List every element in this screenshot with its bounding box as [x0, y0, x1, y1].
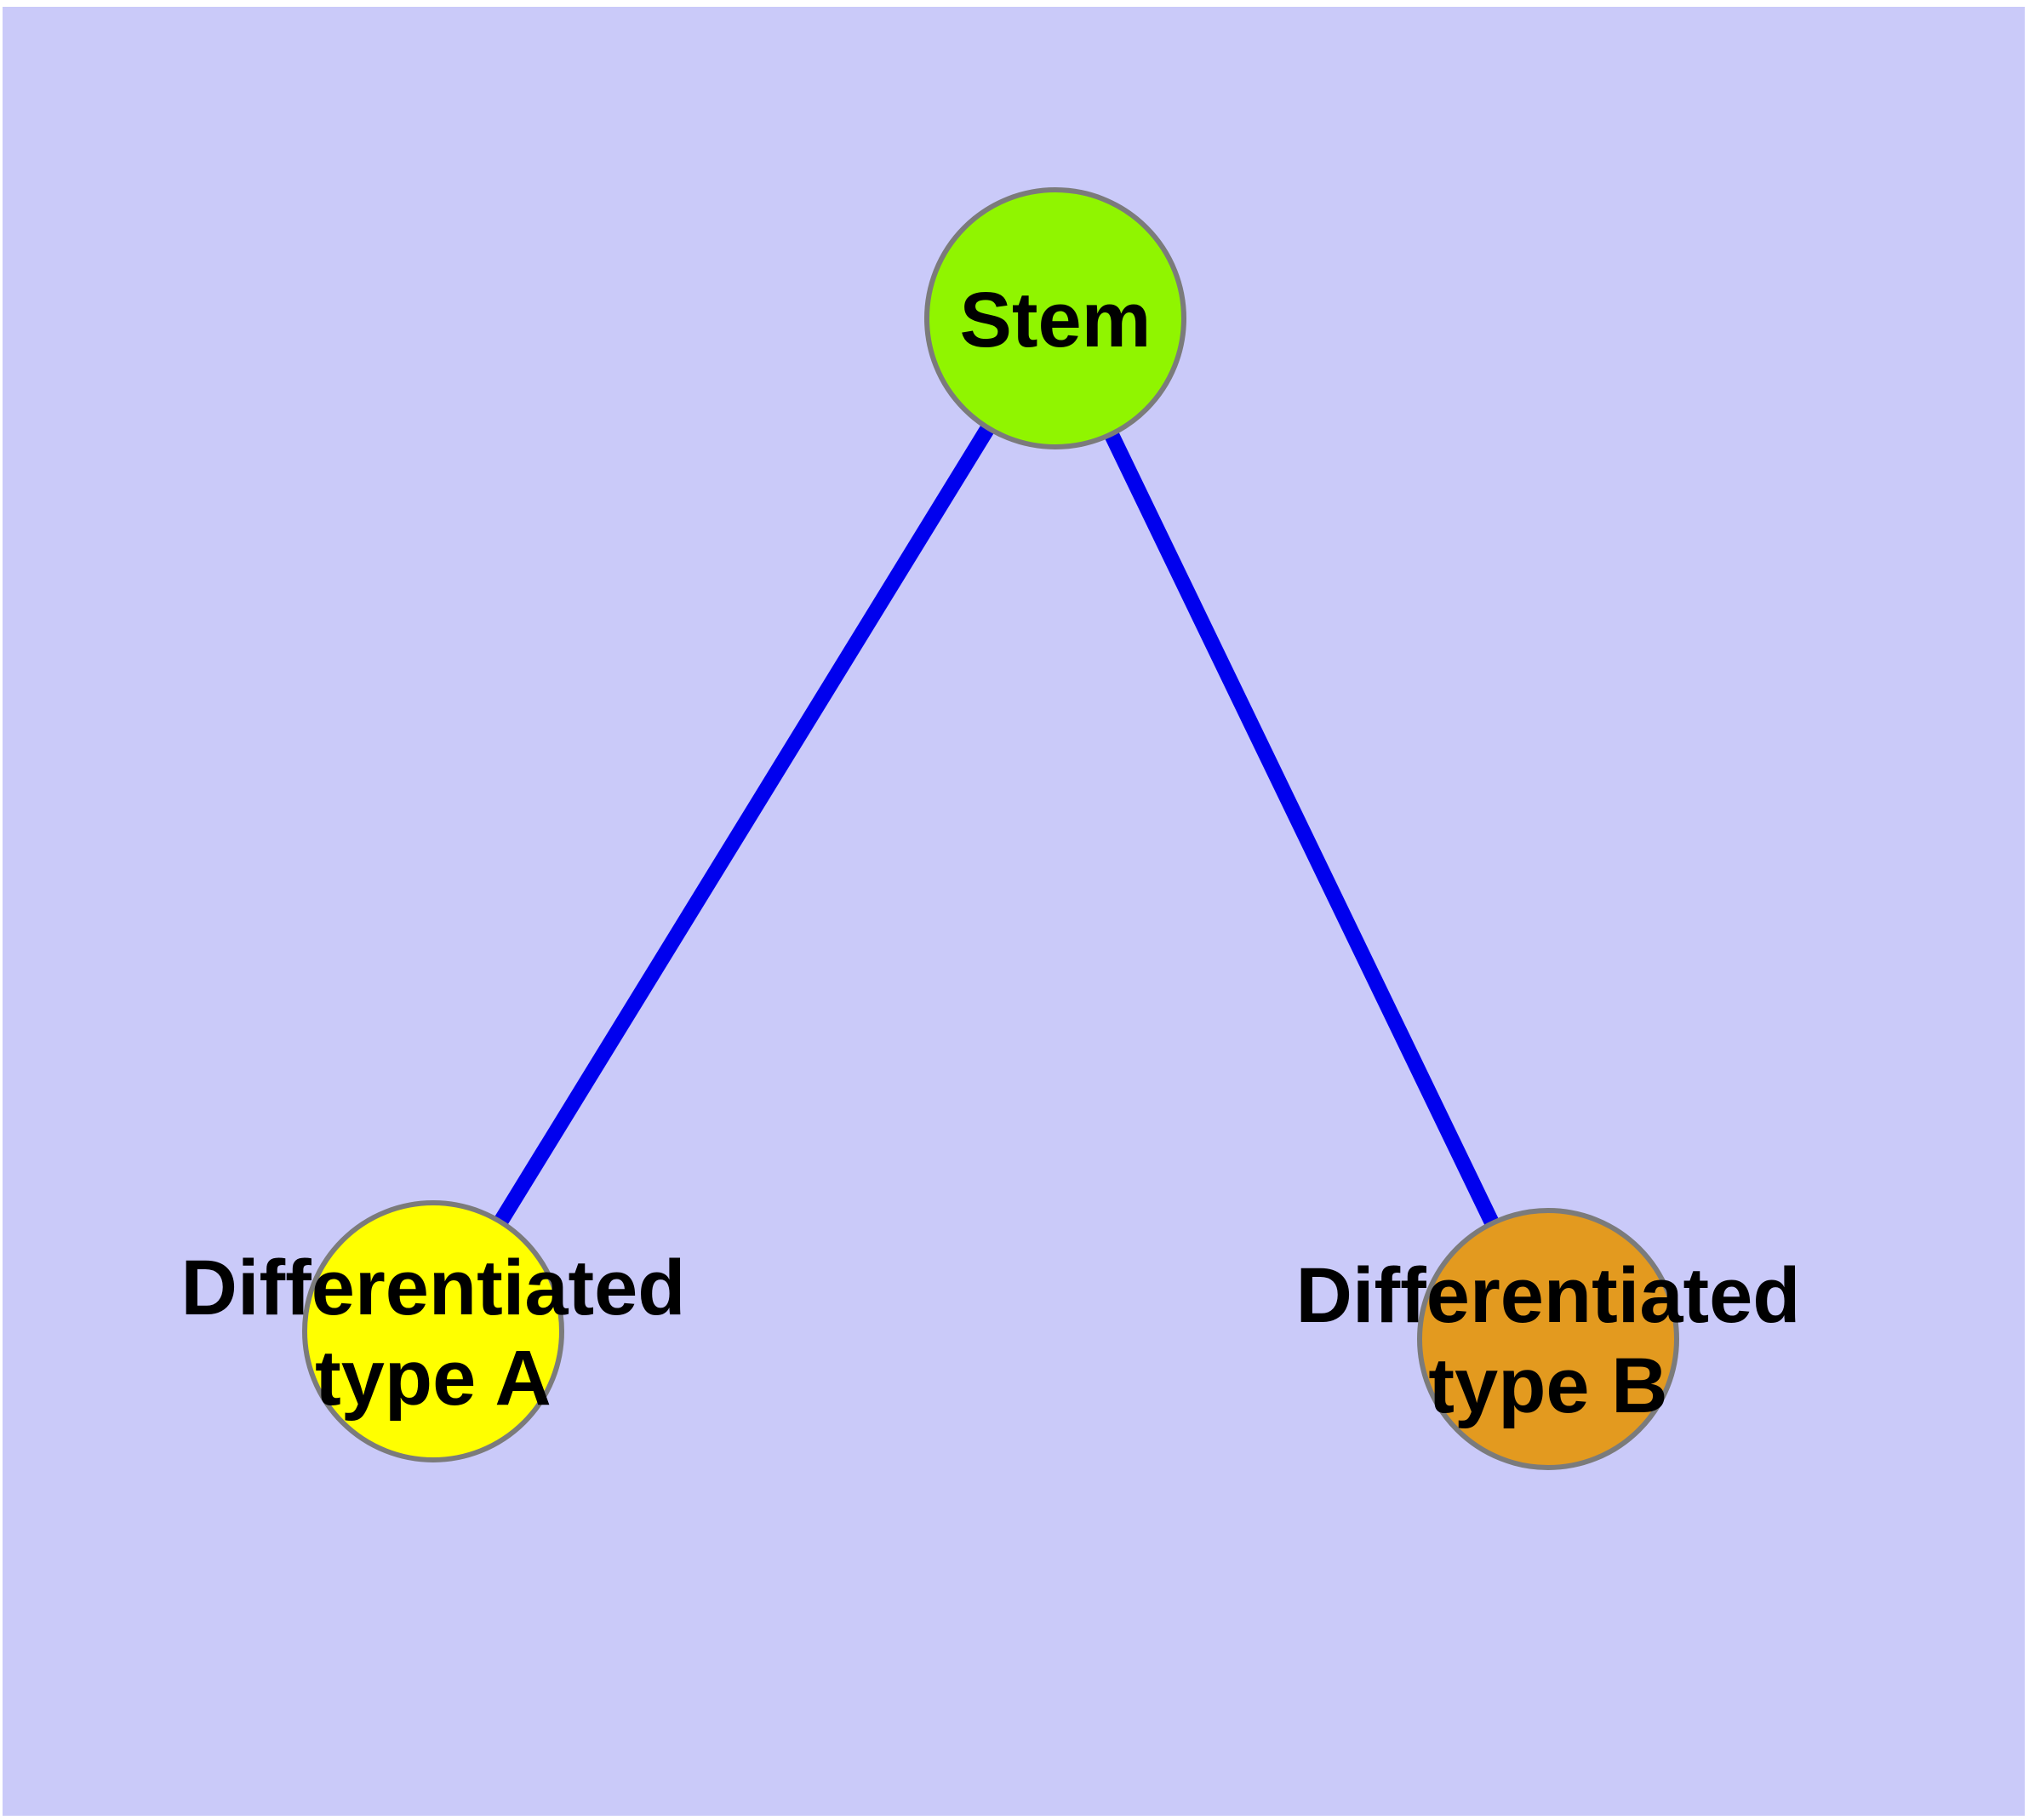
differentiated-type-b-node-label-line-2: type B [1428, 1342, 1667, 1429]
stem-cell-node-label: Stem [960, 277, 1152, 363]
differentiated-type-a-node-label-line-1: Differentiated [181, 1245, 686, 1331]
stem-cell-node-label-line-1: Stem [960, 277, 1152, 363]
differentiated-type-a-node-label-line-2: type A [315, 1335, 552, 1422]
differentiated-type-b-node-label-line-1: Differentiated [1296, 1252, 1801, 1339]
edge-stem-diff-b [1048, 315, 1556, 1342]
differentiated-type-a-node [302, 1200, 564, 1462]
edge-stem-diff-a [426, 314, 1062, 1336]
stem-cell-node [924, 187, 1186, 449]
differentiated-type-b-node [1417, 1208, 1679, 1470]
